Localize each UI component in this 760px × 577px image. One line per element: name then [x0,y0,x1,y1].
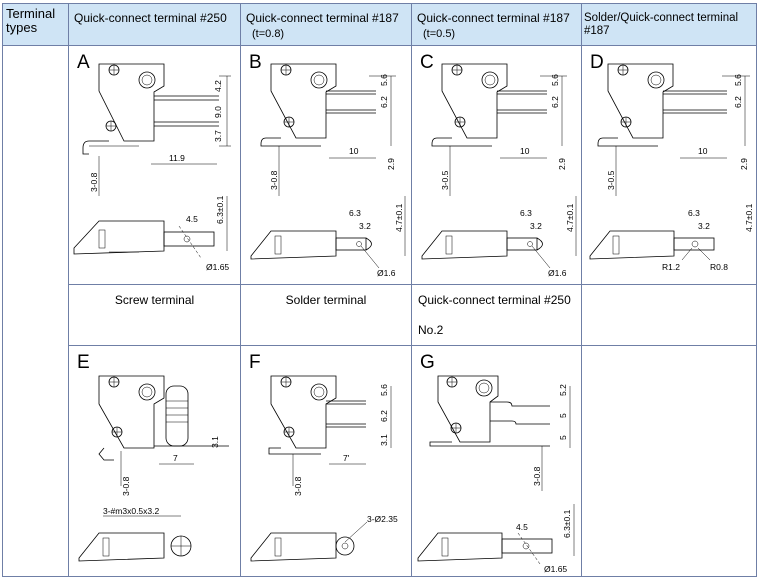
dim-c-6.3: 6.3 [520,208,532,218]
dim-b-2.9: 2.9 [386,158,396,170]
drawing-d: D 5.6 6.2 10 2.9 3-0.5 [581,45,757,285]
col-header-c-title: Quick-connect terminal #187 [417,11,570,25]
drawing-a: A 4.2 9.0 3.7 11.9 3-0.8 [68,45,241,285]
dim-g-dia1.65: Ø1.65 [544,564,567,574]
dim-g-5a: 5 [558,413,568,418]
dim-d-6.3: 6.3 [688,208,700,218]
dim-c-2.9: 2.9 [557,158,567,170]
dim-e-3.1: 3.1 [210,436,220,448]
dim-f-3-dia2.35: 3-Ø2.35 [367,514,398,524]
label-row-1: Screw terminal Solder terminal Quick-con… [3,284,757,346]
dim-b-dia1.6: Ø1.6 [377,268,396,278]
col-header-a: Quick-connect terminal #250 [68,3,241,46]
dim-g-5b: 5 [558,435,568,440]
drawing-c-letter: C [420,52,434,73]
dim-g-5.2: 5.2 [558,384,568,396]
dim-c-6.2: 6.2 [550,96,560,108]
drawing-g-letter: G [420,352,435,373]
col-header-a-title: Quick-connect terminal #250 [74,11,227,25]
drawing-a-letter: A [77,52,90,73]
dim-d-4.7: 4.7±0.1 [744,203,754,232]
label-qc250-no2: Quick-connect terminal #250 No.2 [411,284,582,346]
dim-b-6.2: 6.2 [379,96,389,108]
dim-d-10: 10 [698,146,708,156]
dim-d-5.6: 5.6 [733,74,743,86]
dim-d-6.2: 6.2 [733,96,743,108]
dim-c-3-0.5: 3-0.5 [440,170,450,190]
dim-a-11.9: 11.9 [169,153,185,163]
dim-a-3.7: 3.7 [213,130,223,142]
dim-b-3.2: 3.2 [359,221,371,231]
col-header-b-title: Quick-connect terminal #187 [246,11,399,25]
drawing-e: E 3.1 7 3-0.8 3-#m3x0.5x3.2 [68,345,241,577]
drawing-f-letter: F [249,352,261,373]
header-row: Terminal types Quick-connect terminal #2… [2,3,757,46]
dim-d-2.9: 2.9 [739,158,749,170]
dim-a-4.5: 4.5 [186,214,198,224]
col-header-c-sub: (t=0.5) [423,28,456,40]
dim-d-r0.8: R0.8 [710,262,728,272]
dim-a-dia1.65: Ø1.65 [206,262,229,272]
drawing-d-letter: D [590,52,604,73]
dim-d-3-0.5: 3-0.5 [606,170,616,190]
dim-c-10: 10 [520,146,530,156]
dim-b-4.7: 4.7±0.1 [394,203,404,232]
dim-a-6.3: 6.3±0.1 [215,195,225,224]
label-empty [581,284,757,346]
dim-e-screw-spec: 3-#m3x0.5x3.2 [103,506,159,516]
dim-g-4.5: 4.5 [516,522,528,532]
col-header-c: Quick-connect terminal #187 (t=0.5) [411,3,582,46]
dim-g-3-0.8: 3-0.8 [532,466,542,486]
dim-a-3-0.8: 3-0.8 [89,172,99,192]
dim-d-3.2: 3.2 [698,221,710,231]
dim-a-4.2: 4.2 [213,80,223,92]
dim-c-4.7: 4.7±0.1 [565,203,575,232]
dim-c-5.6: 5.6 [550,74,560,86]
terminal-spec-sheet: Terminal types Quick-connect terminal #2… [2,3,757,577]
dim-c-dia1.6: Ø1.6 [548,268,567,278]
drawing-d-svg: 5.6 6.2 10 2.9 3-0.5 6.3 3.2 4.7±0.1 R1.… [589,63,754,272]
drawing-a-svg: 4.2 9.0 3.7 11.9 3-0.8 4.5 6.3±0.1 Ø1.65 [73,63,231,272]
dim-e-7: 7 [173,453,178,463]
col-header-b-sub: (t=0.8) [252,28,285,40]
dim-f-6.2: 6.2 [379,410,389,422]
terminal-types-header: Terminal types [2,3,69,46]
drawing-g-svg: 5.2 5 5 3-0.8 4.5 6.3±0.1 Ø1.65 [417,375,575,574]
drawing-e-svg: 3.1 7 3-0.8 3-#m3x0.5x3.2 [78,375,229,562]
drawing-empty [581,345,757,577]
drawings-row-2: E 3.1 7 3-0.8 3-#m3x0.5x3.2 [3,345,757,577]
col-header-d-title: Solder/Quick-connect terminal #187 [584,12,739,37]
dim-b-3-0.8: 3-0.8 [269,170,279,190]
drawing-e-letter: E [77,352,90,373]
terminal-types-table: Terminal types Quick-connect terminal #2… [2,3,757,577]
dim-b-10: 10 [349,146,359,156]
label-screw-terminal: Screw terminal [68,284,241,346]
drawing-c-svg: 5.6 6.2 10 2.9 3-0.5 6.3 3.2 4.7±0.1 Ø1.… [421,63,577,278]
dim-a-9.0: 9.0 [213,106,223,118]
left-blank-cell [2,45,69,577]
label-solder-terminal: Solder terminal [240,284,412,346]
col-header-d: Solder/Quick-connect terminal #187 [581,3,757,46]
dim-b-6.3: 6.3 [349,208,361,218]
dim-g-6.3: 6.3±0.1 [562,509,572,538]
drawing-g: G 5.2 5 5 3-0.8 4.5 [411,345,582,577]
drawing-f: F 5.6 6.2 3.1 7' 3-0.8 3-Ø2.35 [240,345,412,577]
dim-f-7: 7' [343,453,350,463]
dim-b-5.6: 5.6 [379,74,389,86]
col-header-b: Quick-connect terminal #187 (t=0.8) [240,3,412,46]
dim-d-r1.2: R1.2 [662,262,680,272]
drawing-c: C 5.6 6.2 10 2.9 3-0.5 [411,45,582,285]
dim-f-3-0.8: 3-0.8 [293,476,303,496]
drawings-row-1: A 4.2 9.0 3.7 11.9 3-0.8 [2,45,757,577]
dim-e-3-0.8: 3-0.8 [121,476,131,496]
dim-f-3.1: 3.1 [379,434,389,446]
drawing-b: B 5.6 6.2 10 2.9 3-0.8 [240,45,412,285]
drawing-b-letter: B [249,52,262,73]
dim-c-3.2: 3.2 [530,221,542,231]
drawing-b-svg: 5.6 6.2 10 2.9 3-0.8 6.3 3.2 4.7±0.1 Ø1.… [250,63,406,278]
drawing-f-svg: 5.6 6.2 3.1 7' 3-0.8 3-Ø2.35 [250,375,398,562]
dim-f-5.6: 5.6 [379,384,389,396]
